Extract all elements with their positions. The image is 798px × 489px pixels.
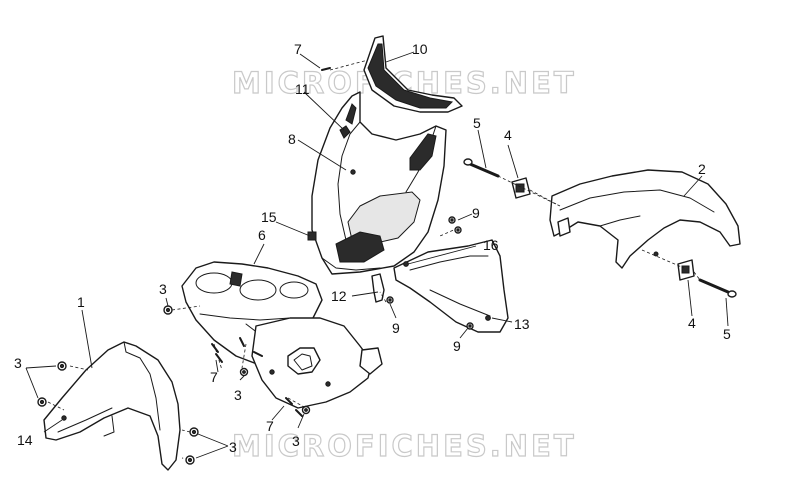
part-9-screws[interactable] bbox=[386, 216, 474, 330]
callout-3-d: 3 bbox=[234, 387, 242, 403]
callout-12: 12 bbox=[331, 288, 347, 304]
callout-labels: 1 2 3 3 3 3 3 4 4 5 5 6 7 7 7 8 9 9 9 10… bbox=[14, 41, 731, 455]
callout-4-b: 4 bbox=[688, 315, 696, 331]
part-3-screws[interactable] bbox=[37, 305, 311, 465]
callout-2: 2 bbox=[698, 161, 706, 177]
watermark-bottom: MICROFICHES.NET bbox=[232, 429, 577, 463]
part-7-screws[interactable] bbox=[211, 67, 331, 417]
lower-inner-panel[interactable] bbox=[251, 317, 383, 409]
part-1-front-mudguard[interactable] bbox=[43, 341, 181, 471]
callout-7-c: 7 bbox=[266, 418, 274, 434]
assembly-lines bbox=[47, 59, 701, 461]
part-4-clip-nut-upper[interactable] bbox=[511, 177, 531, 199]
callout-3-a: 3 bbox=[159, 281, 167, 297]
callout-1: 1 bbox=[77, 294, 85, 310]
part-2-mudguard[interactable] bbox=[549, 169, 741, 269]
part-5-screw-lower[interactable] bbox=[698, 278, 737, 298]
callout-6: 6 bbox=[258, 227, 266, 243]
callout-10: 10 bbox=[412, 41, 428, 57]
part-5-screw-upper[interactable] bbox=[463, 158, 500, 178]
callout-4-a: 4 bbox=[504, 127, 512, 143]
callout-13: 13 bbox=[514, 316, 530, 332]
part-15-clip[interactable] bbox=[307, 231, 317, 241]
callout-7-a: 7 bbox=[294, 41, 302, 57]
callout-5-b: 5 bbox=[723, 326, 731, 342]
callout-11: 11 bbox=[295, 81, 310, 97]
callout-9-b: 9 bbox=[392, 320, 400, 336]
part-16-fixing[interactable] bbox=[403, 261, 409, 267]
callout-15: 15 bbox=[261, 209, 277, 225]
callout-5-a: 5 bbox=[473, 115, 481, 131]
callout-7-b: 7 bbox=[210, 369, 218, 385]
callout-9-a: 9 bbox=[472, 205, 480, 221]
part-12-bracket[interactable] bbox=[371, 273, 385, 303]
callout-14: 14 bbox=[17, 432, 33, 448]
callout-8: 8 bbox=[288, 131, 296, 147]
part-13-side-panel[interactable] bbox=[393, 239, 509, 333]
callout-16: 16 bbox=[483, 237, 499, 253]
callout-3-b: 3 bbox=[14, 355, 22, 371]
leader-lines bbox=[25, 51, 729, 459]
callout-9-c: 9 bbox=[453, 338, 461, 354]
callout-3-c: 3 bbox=[229, 439, 237, 455]
part-4-clip-nut-lower[interactable] bbox=[677, 259, 695, 281]
part-8-front-shield[interactable] bbox=[311, 91, 447, 275]
callout-3-e: 3 bbox=[292, 433, 300, 449]
part-10-upper-trim[interactable] bbox=[363, 35, 463, 113]
